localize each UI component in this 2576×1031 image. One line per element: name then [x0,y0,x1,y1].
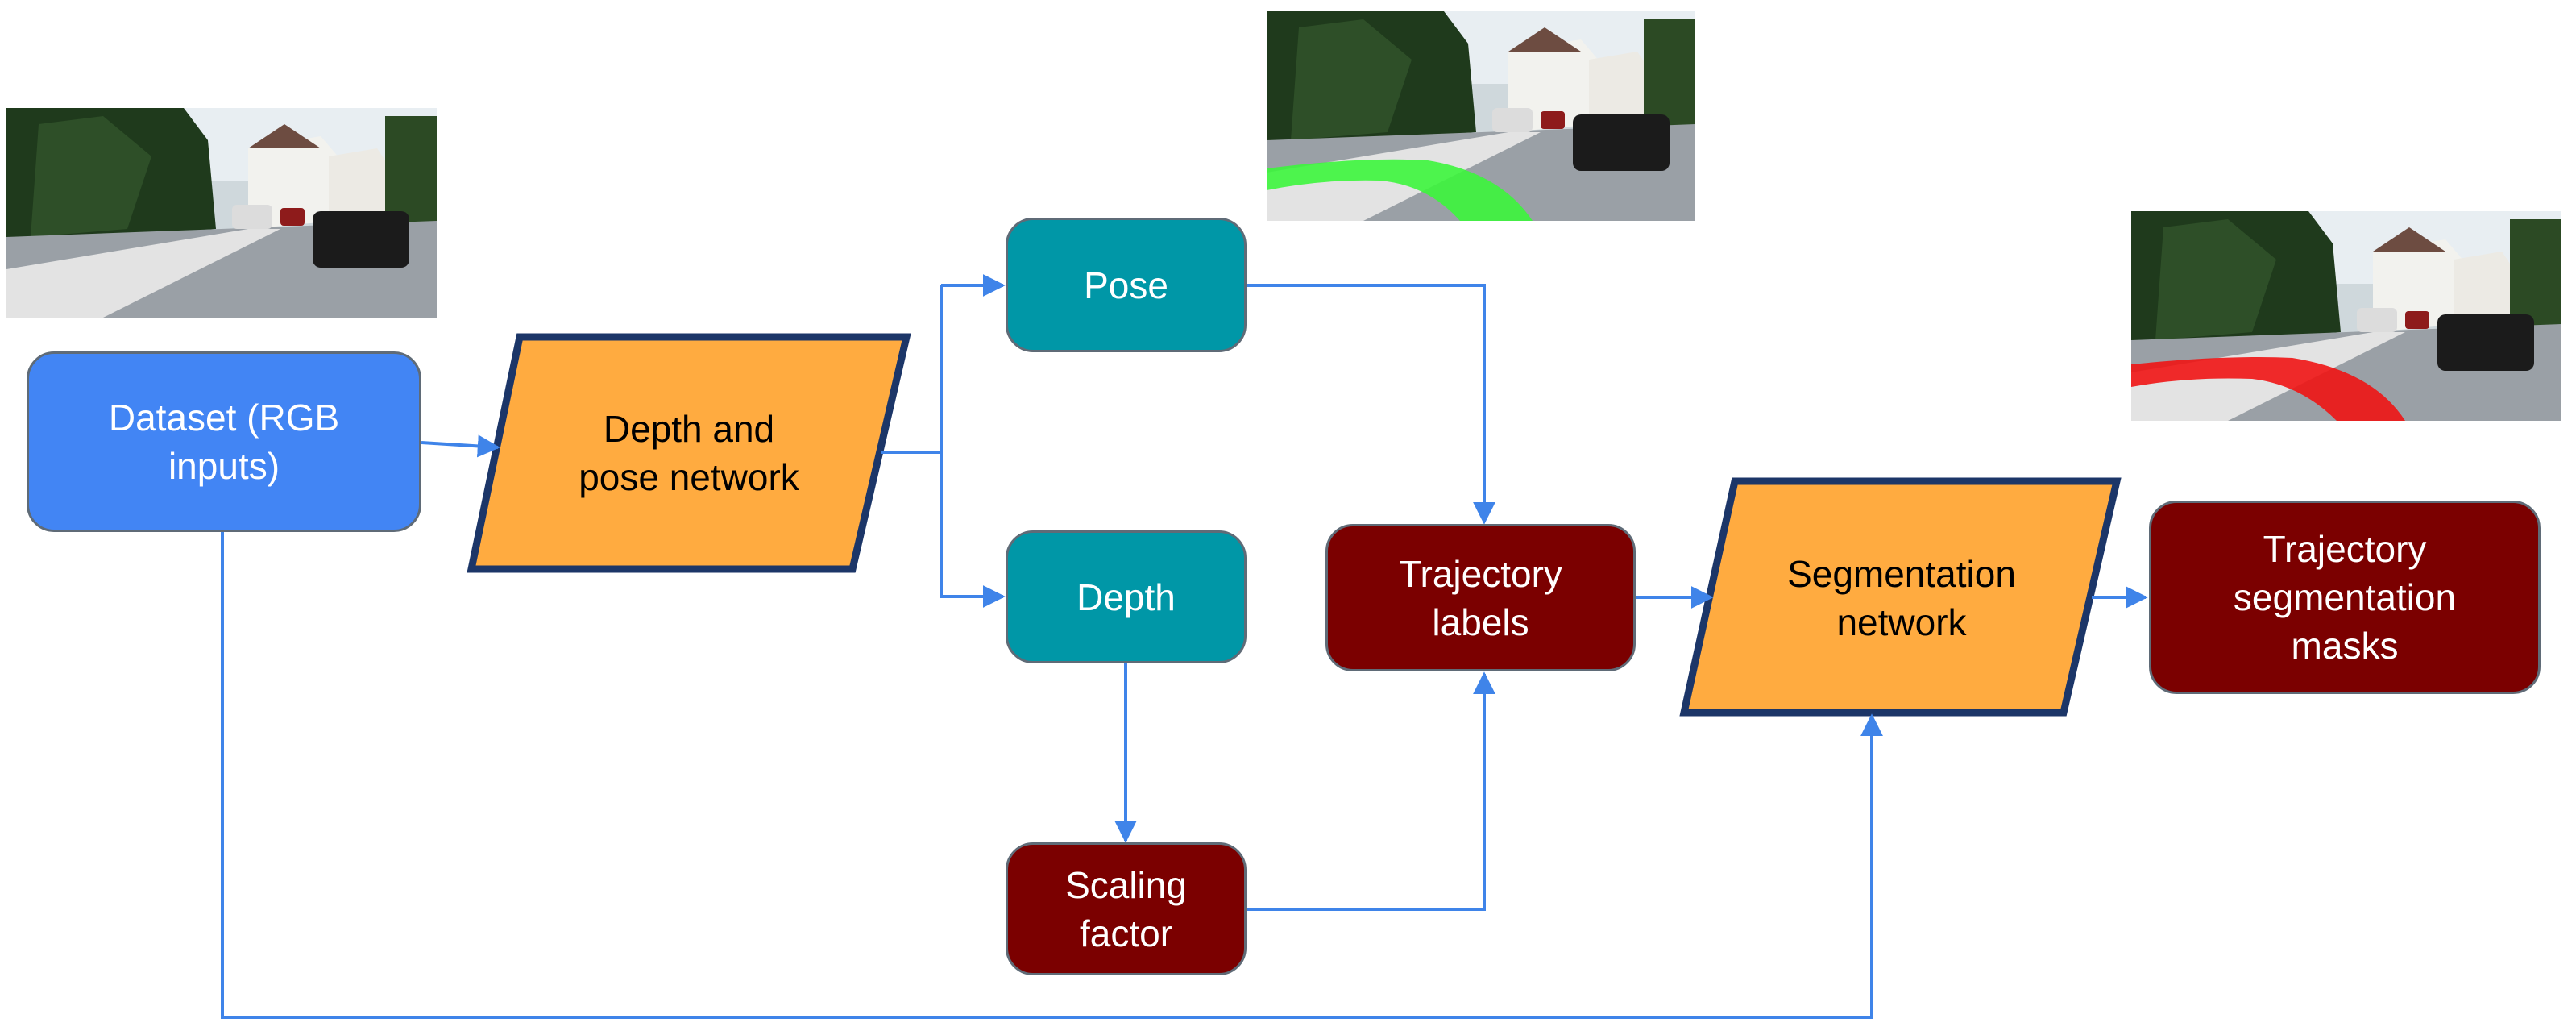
arrow-split-to-depth [940,452,1006,608]
trajectory-masks-node: Trajectory segmentation masks [2149,501,2541,694]
input-street-photo [6,108,437,318]
street-scene-illustration [2131,211,2561,421]
street-scene-illustration [1267,11,1695,221]
depth-pose-network-label: Depth and pose network [579,408,799,498]
mask-overlay [2131,357,2405,421]
arrow-scaling-factor-to-trajectory-labels [1247,671,1495,911]
arrow-pose-to-trajectory-labels [1247,284,1495,525]
scaling-factor-node: Scaling factor [1006,842,1247,975]
street-scene-illustration [6,108,437,318]
depth-pose-network-shape [467,333,911,573]
dataset-node: Dataset (RGB inputs) [27,351,421,532]
segmentation-network-shape [1679,477,2122,717]
green-trajectory-photo [1267,11,1695,221]
pose-node: Pose [1006,218,1247,352]
trajectory-labels-node: Trajectory labels [1325,524,1636,671]
arrow-dataset-to-network [421,434,500,458]
depth-node: Depth [1006,530,1247,663]
arrow-dataset-to-segmentation [221,532,1883,1019]
red-mask-photo [2131,211,2561,421]
segmentation-network-label: Segmentation network [1787,553,2016,643]
trajectory-overlay [1267,159,1533,221]
